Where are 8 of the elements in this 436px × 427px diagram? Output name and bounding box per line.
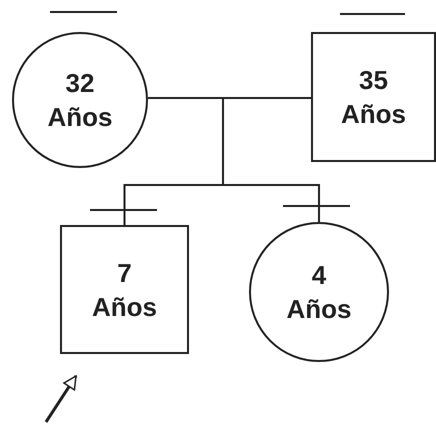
age-label: 7 Años: [91, 256, 158, 324]
age-label: 4 Años: [286, 259, 352, 326]
age-label: 35 Años: [340, 64, 407, 131]
person-square: [60, 225, 189, 354]
person-square: [311, 32, 436, 162]
pointer-arrow: [44, 375, 78, 423]
age-label: 32 Años: [46, 67, 114, 134]
connector-line: [222, 97, 320, 222]
